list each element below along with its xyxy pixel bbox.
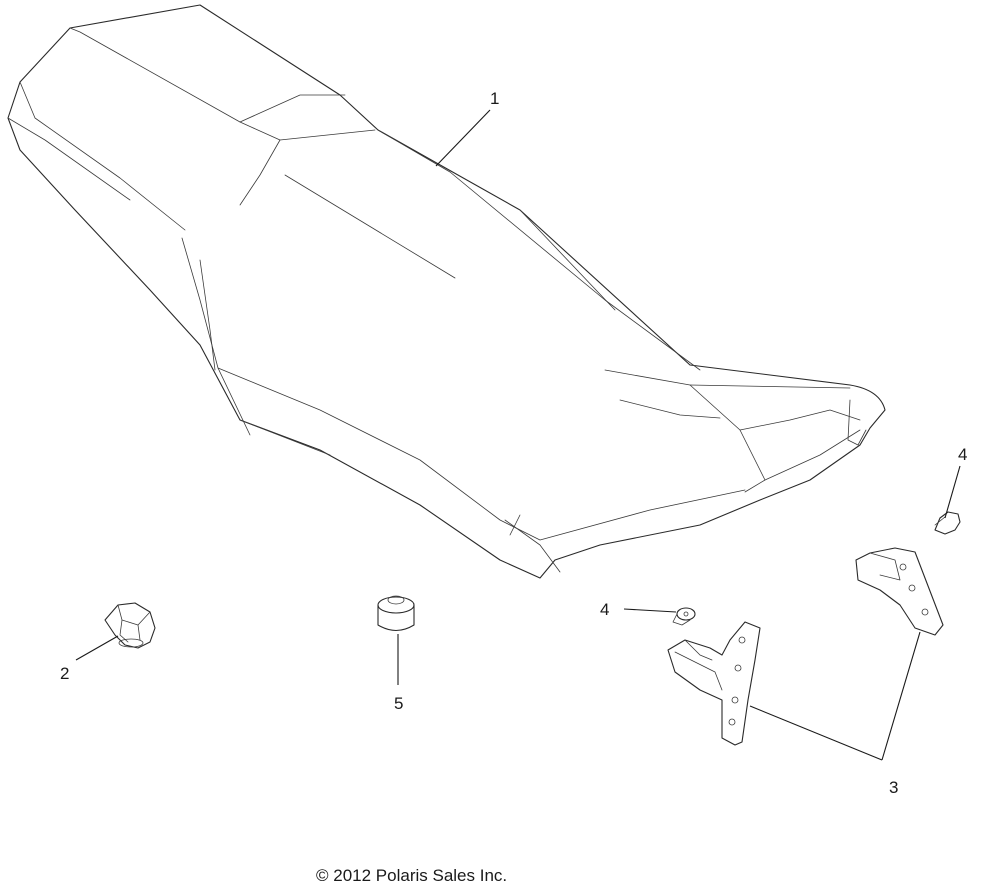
leader-3a <box>749 705 883 761</box>
leader-2 <box>75 635 119 661</box>
callout-3: 3 <box>889 778 898 797</box>
bracket-part-upper <box>855 547 944 636</box>
leader-1 <box>435 109 491 167</box>
screw-upper-part <box>934 511 961 535</box>
bracket-part-lower <box>667 621 761 746</box>
seat-part <box>7 4 886 579</box>
callout-1: 1 <box>490 89 499 108</box>
leader-4-upper <box>944 465 961 519</box>
callout-2: 2 <box>60 664 69 683</box>
callout-5: 5 <box>394 694 403 713</box>
screw-lower-part <box>672 607 696 626</box>
copyright-notice: © 2012 Polaris Sales Inc. <box>316 866 508 885</box>
callout-4-upper: 4 <box>958 445 967 464</box>
fastener-part <box>104 602 156 649</box>
leader-3b <box>881 631 921 761</box>
leader-4-lower <box>623 608 677 613</box>
bumper-part <box>377 595 415 632</box>
callout-4-lower: 4 <box>600 600 609 619</box>
leader-lines <box>75 109 961 761</box>
